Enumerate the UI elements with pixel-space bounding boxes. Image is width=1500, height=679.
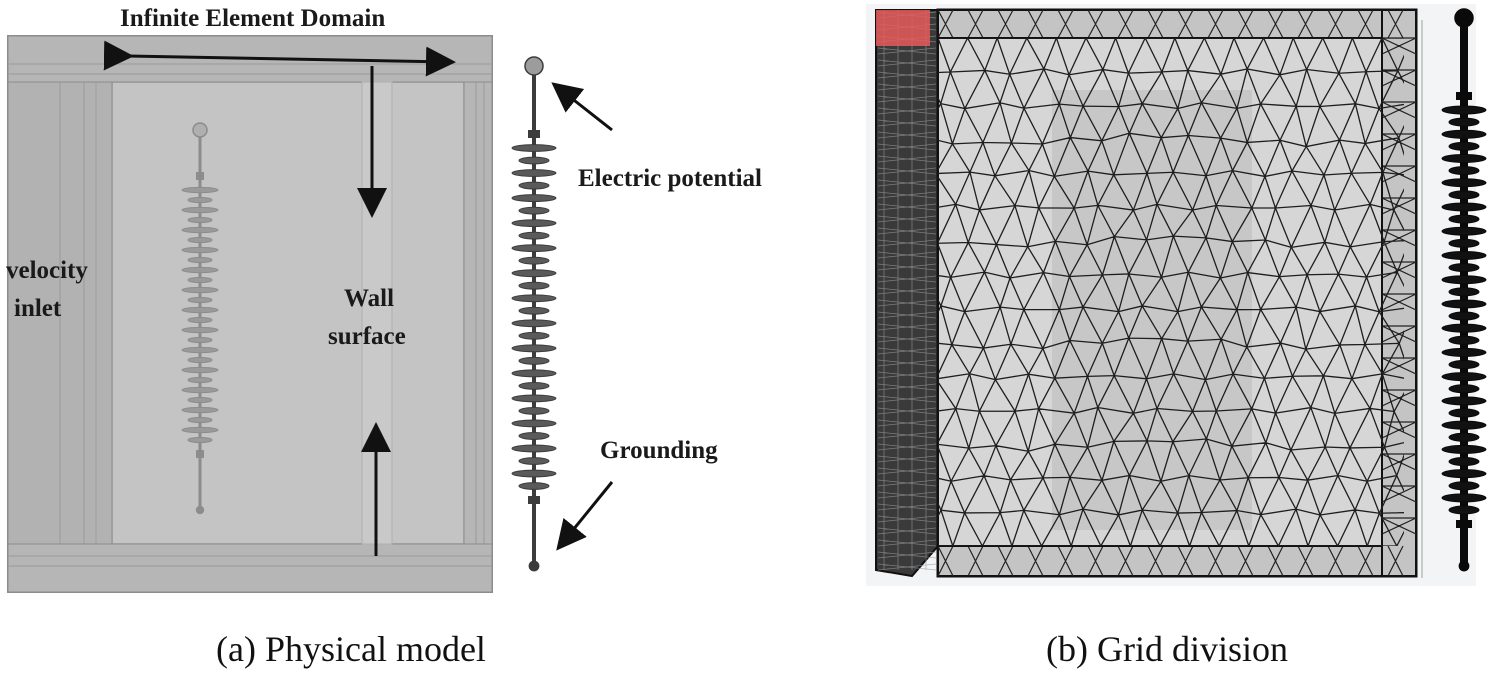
infinite-domain-box xyxy=(7,35,493,593)
velocity-inlet-label-line1: velocity xyxy=(6,257,88,284)
velocity-inlet-label-line2: inlet xyxy=(14,295,62,322)
electric-potential-label: Electric potential xyxy=(578,165,762,192)
infinite-domain-label: Infinite Element Domain xyxy=(120,5,386,32)
mesh-front-lines xyxy=(938,38,1404,546)
electric-potential-arrow-icon xyxy=(551,82,613,132)
domain-arrow-icon xyxy=(103,40,456,77)
insulator-ghost-icon xyxy=(181,122,219,515)
mesh-insulator-icon xyxy=(1441,8,1487,572)
wall-surface-label-line1: Wall xyxy=(344,285,395,312)
caption-physical-model: (a) Physical model xyxy=(216,629,486,669)
grid-division-drawing xyxy=(866,4,1487,586)
wall-surface-label-line2: surface xyxy=(328,323,406,350)
physical-model-panel: Infinite Element Domain Electric potenti… xyxy=(0,0,830,600)
caption-grid-division: (b) Grid division xyxy=(1046,629,1288,669)
mesh-frame-lines xyxy=(937,9,1417,577)
grounding-label: Grounding xyxy=(600,437,718,464)
grounding-arrow-icon xyxy=(556,481,614,551)
grid-division-panel xyxy=(862,0,1500,600)
mesh-red-corner xyxy=(876,10,930,46)
physical-model-drawing xyxy=(7,35,614,593)
insulator-icon xyxy=(511,56,557,572)
